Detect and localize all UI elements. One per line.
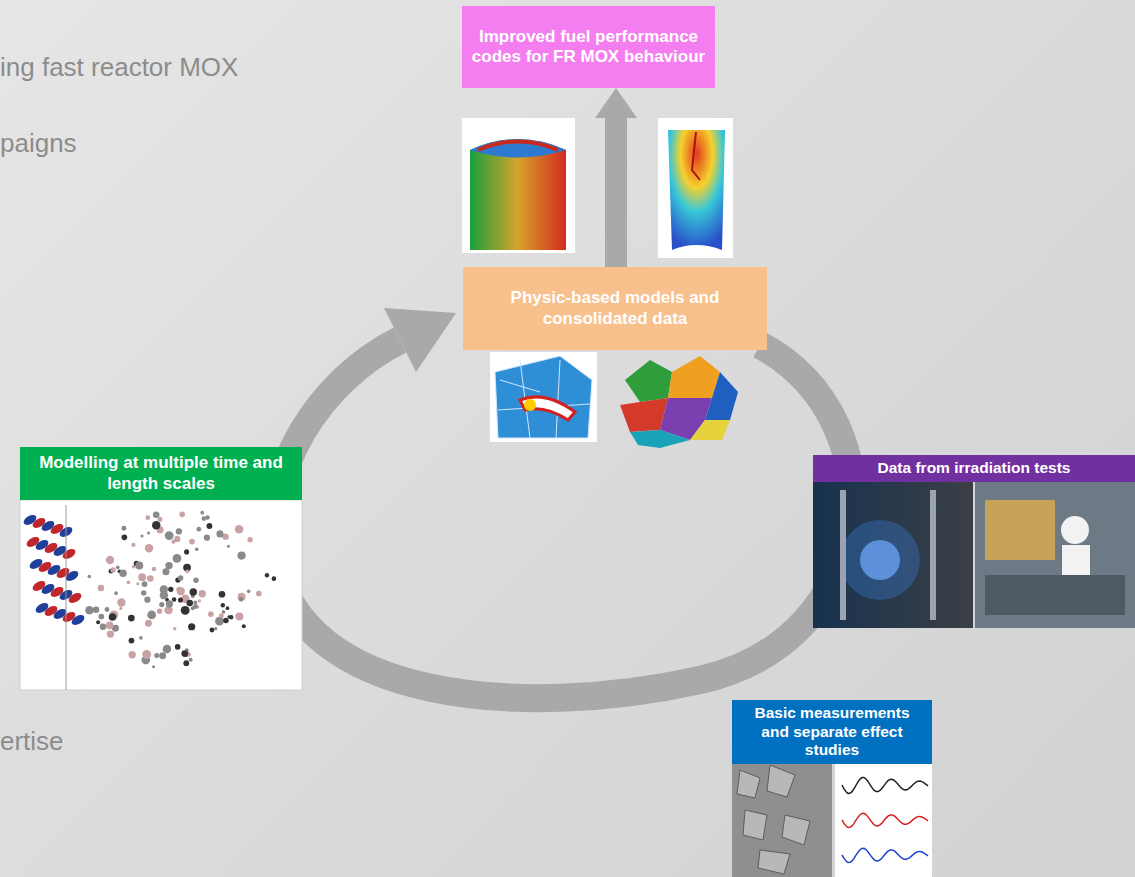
box-label: Basic measurements and separate effect s… bbox=[740, 704, 924, 760]
box-label: Improved fuel performance codes for FR M… bbox=[470, 27, 707, 68]
box-label: Data from irradiation tests bbox=[878, 459, 1071, 478]
irradiation-photos bbox=[813, 480, 1135, 628]
fuel-pin-image bbox=[462, 118, 575, 253]
bullet-fragment: paigns bbox=[0, 128, 77, 159]
cycle-arrowhead bbox=[384, 308, 456, 372]
sem-and-spectra-images bbox=[732, 757, 932, 877]
box-label: Physic-based models and consolidated dat… bbox=[471, 288, 759, 329]
flow-arrow bbox=[595, 88, 637, 267]
arrow-shape bbox=[595, 88, 637, 267]
label-box: Improved fuel performance codes for FR M… bbox=[462, 6, 715, 88]
fem-crack-image bbox=[490, 352, 597, 442]
bullet-fragment: ertise bbox=[0, 726, 64, 757]
cycle-arc bbox=[273, 340, 852, 698]
label-box: Data from irradiation tests bbox=[813, 455, 1135, 482]
box-label: Modelling at multiple time and length sc… bbox=[28, 453, 294, 494]
bullet-fragment: ing fast reactor MOX bbox=[0, 52, 238, 83]
fuel-pellet-image bbox=[658, 118, 733, 258]
grain-structure-image bbox=[620, 356, 738, 448]
label-box: Physic-based models and consolidated dat… bbox=[463, 267, 767, 350]
label-box: Modelling at multiple time and length sc… bbox=[20, 447, 302, 500]
label-box: Basic measurements and separate effect s… bbox=[732, 700, 932, 764]
atomistic-image bbox=[20, 500, 302, 690]
